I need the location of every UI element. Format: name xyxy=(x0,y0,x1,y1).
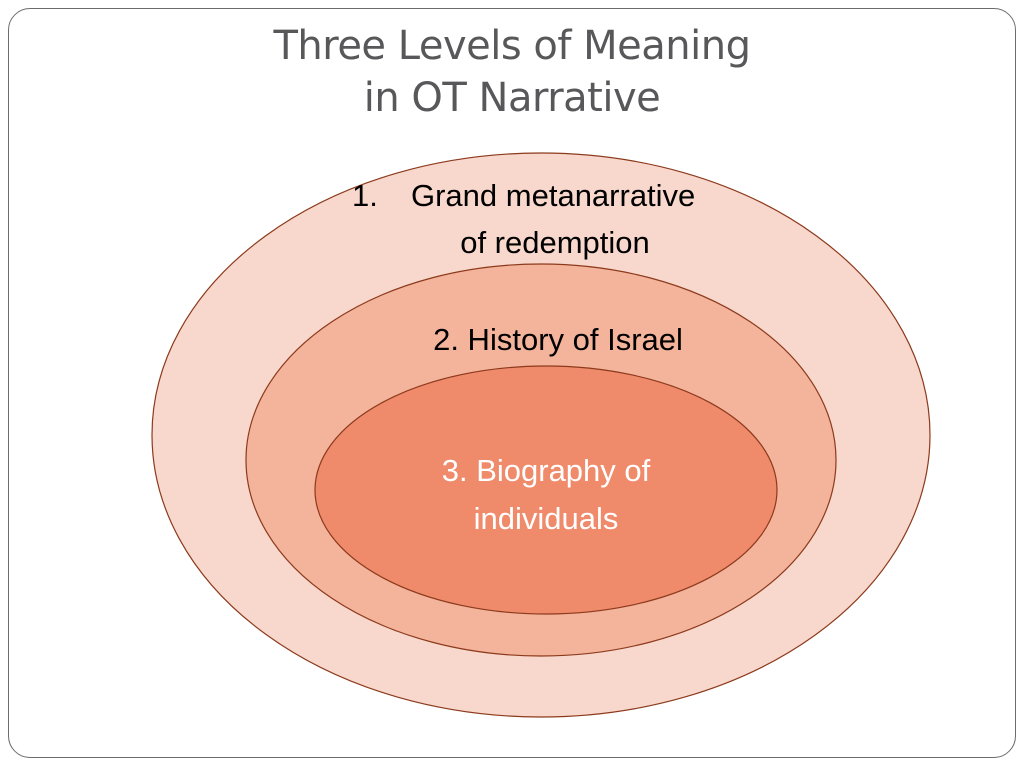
title-line-2: in OT Narrative xyxy=(363,75,661,121)
level-3-label-line-1: 3. Biography of xyxy=(442,453,651,488)
title-line-1: Three Levels of Meaning xyxy=(273,23,751,69)
level-1-label-line-2: of redemption xyxy=(460,225,650,260)
level-3-label-line-2: individuals xyxy=(474,501,619,536)
level-1-number: 1. xyxy=(352,178,378,213)
level-1-label-line-1: Grand metanarrative xyxy=(411,178,695,213)
level-2-label: 2. History of Israel xyxy=(433,322,683,357)
slide-title: Three Levels of Meaning in OT Narrative xyxy=(0,20,1024,124)
level-3-ellipse xyxy=(314,365,778,615)
